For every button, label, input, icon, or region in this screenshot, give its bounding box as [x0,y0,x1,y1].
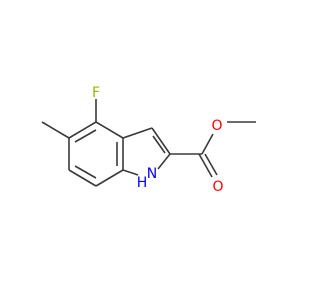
bond-ccarbonyl-oester [201,133,214,155]
atom-labels: F O O N H [92,85,224,195]
bond-ccarbonyl-o-double-a [198,153,213,178]
ester-oxygen-atom: O [211,118,222,134]
ester-oxygen-label: O [211,118,222,134]
bonds [41,99,256,187]
bond-c6-c7 [68,169,97,187]
fluorine-atom: F [92,85,100,101]
indole-nitrogen-atom: N H [137,166,158,191]
bond-c4-c5-inner [74,129,97,143]
carbonyl-oxygen-label: O [212,179,223,195]
bond-c3a-c3 [122,127,153,139]
indole-nitrogen-label: N [147,166,157,182]
bond-c3a-c4 [95,121,124,139]
bond-c5-methyl [41,121,70,139]
bond-c3-c2 [151,127,171,155]
indole-nh-hydrogen-label: H [137,175,148,191]
bond-c6-c7-inner [74,165,97,179]
bond-c2-n1 [157,153,171,170]
carbonyl-oxygen-atom: O [212,179,223,195]
fluorine-label: F [92,85,100,101]
bond-ccarbonyl-o-double-b [204,153,218,176]
molecule-structure: F O O N H [41,85,256,195]
bond-c7-c7a [95,169,124,187]
bond-c4-c5 [68,121,97,139]
bond-n1-c7a [122,169,139,176]
bond-c3-c2-inner [152,135,166,154]
